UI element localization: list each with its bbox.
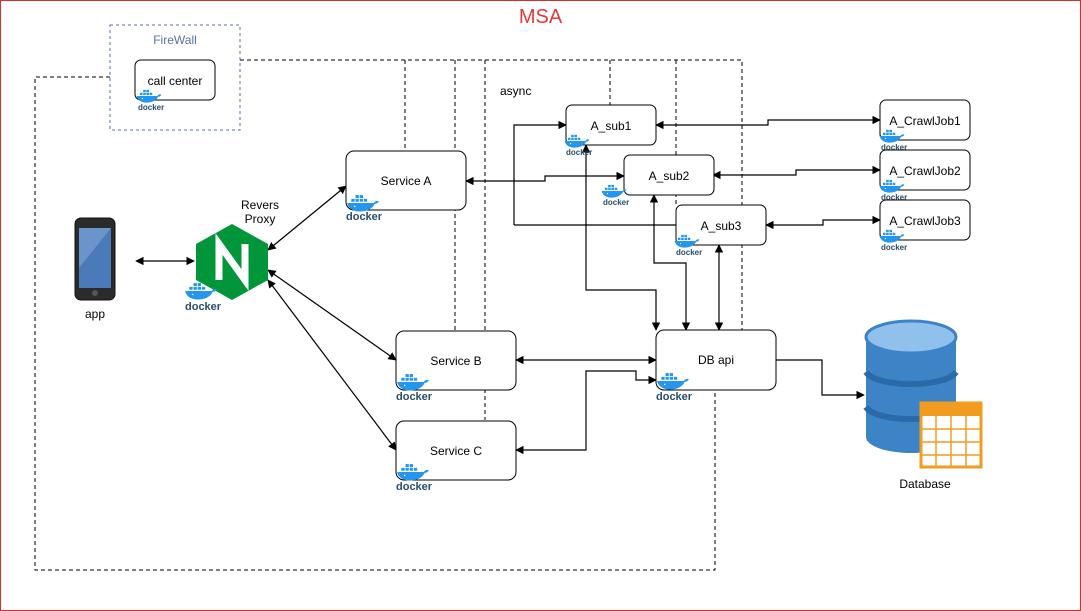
proxy-label-line2: Proxy — [245, 212, 276, 226]
node-a-sub3: A_sub3 docker — [674, 204, 767, 257]
docker-text: docker — [346, 211, 383, 223]
database: Database — [863, 319, 983, 491]
service-b-label: Service B — [430, 354, 481, 368]
a-sub1-label: A_sub1 — [591, 119, 632, 133]
node-a-sub2: A_sub2 docker — [601, 154, 715, 207]
docker-text: docker — [396, 481, 433, 493]
edge-service-a-sub2 — [465, 171, 625, 186]
reverse-proxy: Revers Proxy docker — [185, 198, 279, 313]
docker-text: docker — [566, 148, 592, 157]
docker-text: docker — [881, 143, 907, 152]
docker-text: docker — [881, 193, 907, 202]
a-sub3-label: A_sub3 — [701, 219, 742, 233]
docker-text: docker — [881, 243, 907, 252]
docker-text: docker — [138, 103, 164, 112]
crawl3-label: A_CrawlJob3 — [889, 214, 961, 228]
service-c-label: Service C — [430, 444, 482, 458]
app-label: app — [85, 307, 105, 321]
edge-async-sub1 — [513, 120, 567, 225]
edge-proxy-service-c — [267, 279, 397, 451]
diagram-title: MSA — [518, 6, 563, 28]
proxy-label-line1: Revers — [241, 198, 279, 212]
node-service-c: Service C docker — [395, 420, 517, 493]
app-phone: app — [74, 217, 116, 321]
crawl2-label: A_CrawlJob2 — [889, 164, 961, 178]
service-a-label: Service A — [381, 174, 432, 188]
edge-sub2-db — [649, 194, 691, 331]
edge-sub2-crawl2 — [712, 165, 881, 180]
docker-text: docker — [603, 198, 629, 207]
crawl1-label: A_CrawlJob1 — [889, 114, 961, 128]
async-label: async — [500, 84, 531, 98]
docker-text: docker — [676, 248, 702, 257]
msa-boundary-outer — [34, 76, 716, 571]
docker-icon — [601, 184, 627, 198]
node-a-sub1: A_sub1 docker — [564, 104, 657, 157]
docker-text: docker — [656, 391, 693, 403]
firewall-boundary — [109, 24, 241, 131]
a-sub2-label: A_sub2 — [649, 169, 690, 183]
firewall-label: FireWall — [153, 33, 197, 47]
database-icon — [864, 319, 958, 355]
node-crawl1: A_CrawlJob1 docker — [879, 99, 971, 152]
edge-sub3-crawl3 — [765, 215, 881, 230]
edge-service-c-db — [515, 370, 657, 455]
database-label: Database — [899, 477, 951, 491]
edge-proxy-service-b — [267, 269, 397, 361]
edge-proxy-service-a — [267, 185, 347, 251]
edges — [135, 115, 881, 455]
docker-text: docker — [185, 301, 222, 313]
node-db-api: DB api docker — [655, 329, 777, 403]
node-service-b: Service B docker — [395, 330, 517, 403]
node-call-center: call center docker — [134, 59, 216, 112]
edge-db-database — [776, 359, 865, 400]
db-api-label: DB api — [698, 353, 734, 367]
node-service-a: Service A docker — [345, 150, 467, 223]
call-center-label: call center — [148, 74, 203, 88]
docker-text: docker — [396, 391, 433, 403]
node-crawl2: A_CrawlJob2 docker — [879, 149, 971, 202]
edge-sub1-crawl1 — [655, 115, 881, 130]
node-crawl3: A_CrawlJob3 docker — [879, 199, 971, 252]
